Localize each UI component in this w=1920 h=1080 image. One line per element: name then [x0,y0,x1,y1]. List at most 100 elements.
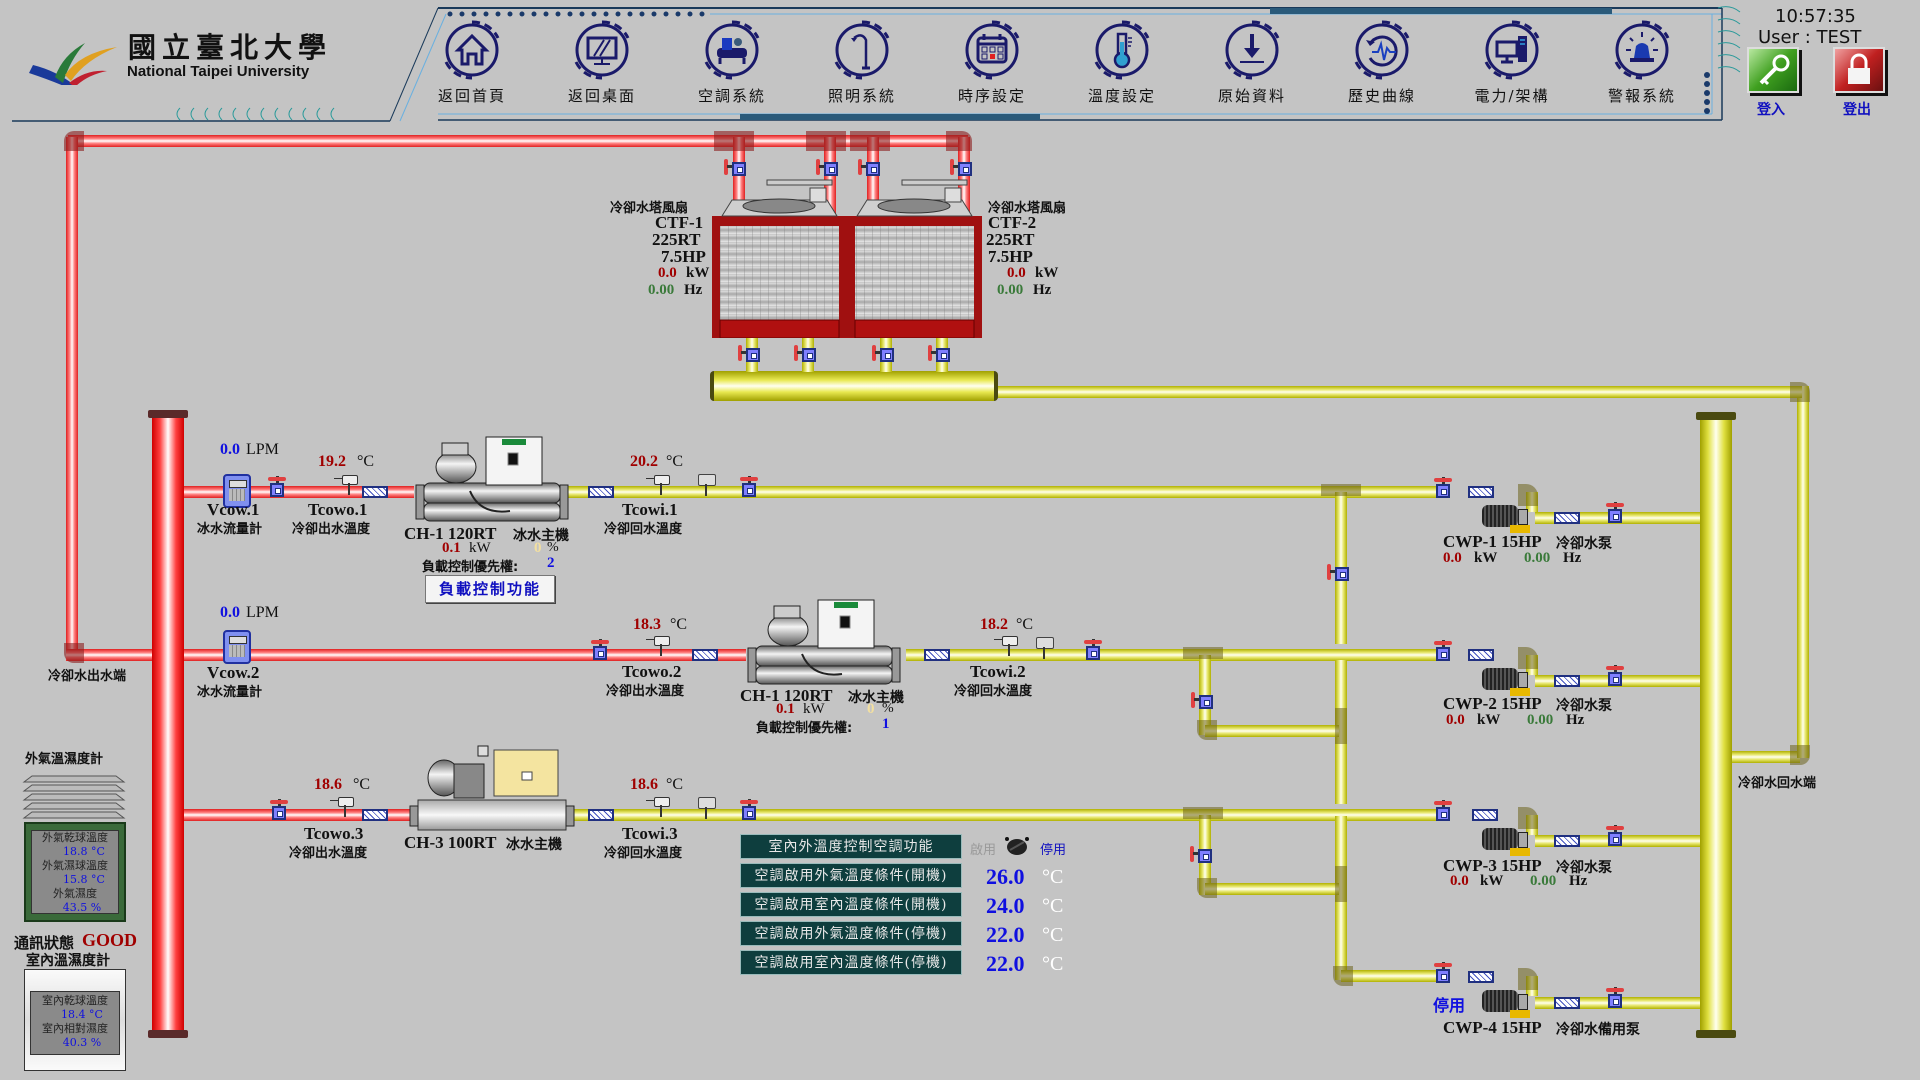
return-top-pipe [990,386,1802,398]
pump-suction-valve[interactable] [1434,962,1452,984]
indoor-dry-label: 室內乾球溫度 [42,994,108,1007]
isolation-valve[interactable] [268,476,286,498]
tcowo3-value: 18.6 [314,776,342,793]
pump-discharge-valve[interactable] [1606,987,1624,1009]
tower-outlet-valve[interactable] [928,341,952,363]
tower-inlet-valve[interactable] [724,155,748,177]
load-control-button[interactable]: 負載控制功能 [425,575,555,603]
tower-inlet-pipe [733,137,745,217]
strainer-icon [692,649,718,661]
key-icon [1747,47,1799,93]
strainer-icon [1554,835,1580,847]
ctf1-hz-unit: Hz [684,282,703,298]
tower-inlet-valve[interactable] [816,155,840,177]
condition-value[interactable]: 24.0 [986,893,1025,918]
nav-label: 警報系統 [1607,87,1676,105]
row2-return-pipe [906,649,1442,661]
home-icon [444,20,500,80]
bypass-valve[interactable] [1327,560,1351,582]
flow-meter-icon[interactable] [223,630,251,664]
login-button[interactable]: 登入 [1747,47,1799,118]
isolation-valve[interactable] [740,799,758,821]
flow-meter-icon[interactable] [223,474,251,508]
ctf2-title: 冷卻水塔風扇 [988,201,1067,216]
bypass-valve[interactable] [1190,842,1214,864]
pump-cwp3-icon[interactable] [1482,828,1538,868]
cwp2-hz-value: 0.00 [1527,712,1554,728]
bypass-valve[interactable] [1191,688,1215,710]
logout-button[interactable]: 登出 [1833,47,1885,118]
nav-home-button[interactable]: 返回首頁 [422,18,522,110]
condition-value[interactable]: 26.0 [986,864,1025,889]
cwp3-name: CWP-3 15HP [1443,856,1542,875]
actuator-icon [698,474,716,496]
nav-temperature-button[interactable]: 溫度設定 [1072,18,1172,110]
cw-supply-end-label: 冷卻水出水端 [48,669,127,684]
nav-lighting-button[interactable]: 照明系統 [812,18,912,110]
isolation-valve[interactable] [740,476,758,498]
vcow1-id: Vcow.1 [207,500,260,519]
tower-inlet-pipe [867,137,879,217]
cw-return-end-label: 冷卻水回水端 [1738,776,1817,791]
chiller-ch1-graphic[interactable] [410,435,570,525]
tower-inlet-valve[interactable] [950,155,974,177]
tower-outlet-valve[interactable] [794,341,818,363]
tower-inlet-valve[interactable] [858,155,882,177]
pipe-tee [1183,807,1223,819]
chiller-ch2-graphic[interactable] [742,598,902,688]
tcowi2-value: 18.2 [980,616,1008,633]
nav-history-button[interactable]: 歷史曲線 [1332,18,1432,110]
nav-alarm-button[interactable]: 警報系統 [1592,18,1692,110]
vcow2-unit: LPM [246,604,279,621]
tcowo2-unit: °C [670,616,688,633]
logout-label: 登出 [1843,102,1871,118]
pump-suction-valve[interactable] [1434,800,1452,822]
nav-label: 照明系統 [827,87,896,105]
bypass-pipe [1205,883,1339,895]
manifold-cap [1696,1030,1736,1038]
nav-power-button[interactable]: 電力/架構 [1462,18,1562,110]
outdoor-rh-label: 外氣濕度 [53,887,97,900]
condition-value[interactable]: 22.0 [986,922,1025,947]
isolation-valve[interactable] [1084,639,1102,661]
nav-desktop-button[interactable]: 返回桌面 [552,18,652,110]
rotary-switch-icon [1005,837,1029,855]
cwp2-name: CWP-2 15HP [1443,694,1542,713]
cw-supply-manifold [152,416,184,1032]
vcow1-value: 0.0 [220,441,240,458]
indoor-rh-label: 室內相對濕度 [42,1022,108,1035]
tower-outlet-valve[interactable] [738,341,762,363]
nav-label: 電力/架構 [1474,87,1550,105]
condition-row-label: 空調啟用室內溫度條件(開機) [740,892,962,917]
condition-row-label: 空調啟用室內溫度條件(停機) [740,950,962,975]
chiller-ch3-graphic[interactable] [404,744,580,836]
cooling-tower-graphic[interactable] [712,170,982,338]
temp-control-toggle-switch[interactable] [1004,836,1030,856]
tcowo1-unit: °C [357,453,375,470]
pump-cwp2-icon[interactable] [1482,668,1538,708]
pump-discharge-valve[interactable] [1606,665,1624,687]
pump-suction-valve[interactable] [1434,640,1452,662]
pump-suction-valve[interactable] [1434,477,1452,499]
hvac-compressor-icon [704,20,760,80]
pump-discharge-valve[interactable] [1606,825,1624,847]
nav-schedule-button[interactable]: 時序設定 [942,18,1042,110]
vcow2-value: 0.0 [220,604,240,621]
nav-raw-data-button[interactable]: 原始資料 [1202,18,1302,110]
pump-discharge-valve[interactable] [1606,502,1624,524]
isolation-valve[interactable] [270,799,288,821]
tower-outlet-valve[interactable] [872,341,896,363]
pump-cwp1-icon[interactable] [1482,505,1538,545]
strainer-icon [588,486,614,498]
tcowo1-desc: 冷卻出水溫度 [292,522,371,537]
condition-unit: °C [1042,953,1064,975]
nav-hvac-button[interactable]: 空調系統 [682,18,782,110]
isolation-valve[interactable] [591,639,609,661]
pipe-elbow [1197,720,1217,740]
ch2-load-unit: % [882,701,894,716]
tcowi3-id: Tcowi.3 [622,824,678,843]
pump-cwp4-icon[interactable] [1482,990,1538,1030]
condition-value[interactable]: 22.0 [986,951,1025,976]
cwp3-hz-unit: Hz [1569,873,1588,889]
pipe-tee [806,131,846,151]
